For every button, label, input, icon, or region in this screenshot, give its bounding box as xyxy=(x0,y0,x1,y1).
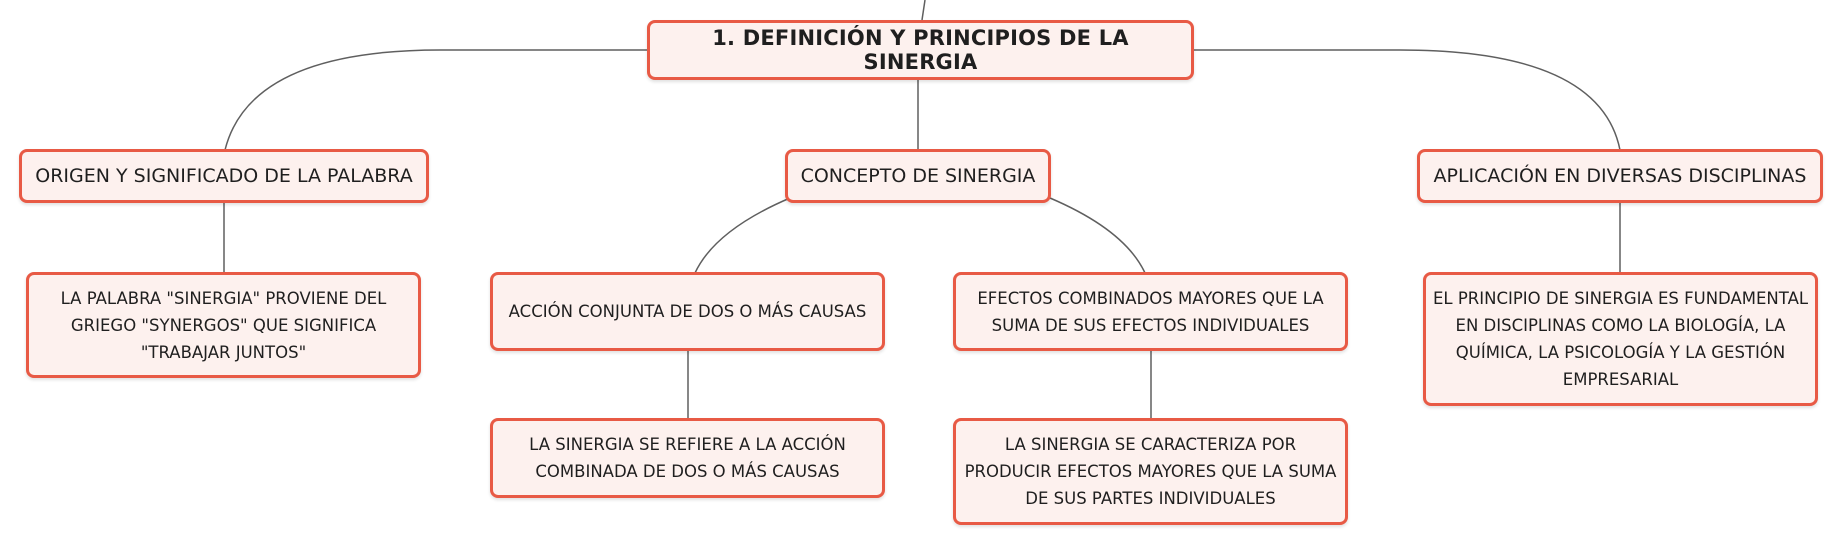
leaf-node-aplicacion[interactable]: EL PRINCIPIO DE SINERGIA ES FUNDAMENTAL … xyxy=(1423,272,1818,406)
subtopic-node-accion-label: ACCIÓN CONJUNTA DE DOS O MÁS CAUSAS xyxy=(508,302,867,321)
leaf-node-efectos[interactable]: LA SINERGIA SE CARACTERIZA POR PRODUCIR … xyxy=(953,418,1348,525)
subtopic-node-efectos[interactable]: EFECTOS COMBINADOS MAYORES QUE LA SUMA D… xyxy=(953,272,1348,351)
leaf-node-aplicacion-label: EL PRINCIPIO DE SINERGIA ES FUNDAMENTAL … xyxy=(1432,289,1809,389)
leaf-node-origen-label: LA PALABRA "SINERGIA" PROVIENE DEL GRIEG… xyxy=(60,288,387,362)
leaf-node-origen[interactable]: LA PALABRA "SINERGIA" PROVIENE DEL GRIEG… xyxy=(26,272,421,378)
connector-root-up xyxy=(921,0,926,21)
branch-node-origen[interactable]: ORIGEN Y SIGNIFICADO DE LA PALABRA xyxy=(19,149,429,203)
root-node[interactable]: 1. DEFINICIÓN Y PRINCIPIOS DE LA SINERGI… xyxy=(647,20,1194,80)
leaf-node-accion-label: LA SINERGIA SE REFIERE A LA ACCIÓN COMBI… xyxy=(529,435,846,481)
branch-node-concepto[interactable]: CONCEPTO DE SINERGIA xyxy=(785,149,1051,203)
branch-node-aplicacion-label: APLICACIÓN EN DIVERSAS DISCIPLINAS xyxy=(1433,165,1807,187)
connector-concepto-accion xyxy=(694,197,791,274)
subtopic-node-efectos-label: EFECTOS COMBINADOS MAYORES QUE LA SUMA D… xyxy=(977,288,1324,335)
connector-concepto-efectos xyxy=(1049,197,1146,274)
leaf-node-efectos-label: LA SINERGIA SE CARACTERIZA POR PRODUCIR … xyxy=(964,435,1337,508)
subtopic-node-accion[interactable]: ACCIÓN CONJUNTA DE DOS O MÁS CAUSAS xyxy=(490,272,885,351)
connector-root-aplicacion xyxy=(1194,49,1621,151)
connector-root-origen xyxy=(224,49,647,151)
branch-node-concepto-label: CONCEPTO DE SINERGIA xyxy=(800,165,1036,187)
root-node-label: 1. DEFINICIÓN Y PRINCIPIOS DE LA SINERGI… xyxy=(712,26,1129,74)
branch-node-aplicacion[interactable]: APLICACIÓN EN DIVERSAS DISCIPLINAS xyxy=(1417,149,1823,203)
leaf-node-accion[interactable]: LA SINERGIA SE REFIERE A LA ACCIÓN COMBI… xyxy=(490,418,885,498)
branch-node-origen-label: ORIGEN Y SIGNIFICADO DE LA PALABRA xyxy=(35,165,413,187)
